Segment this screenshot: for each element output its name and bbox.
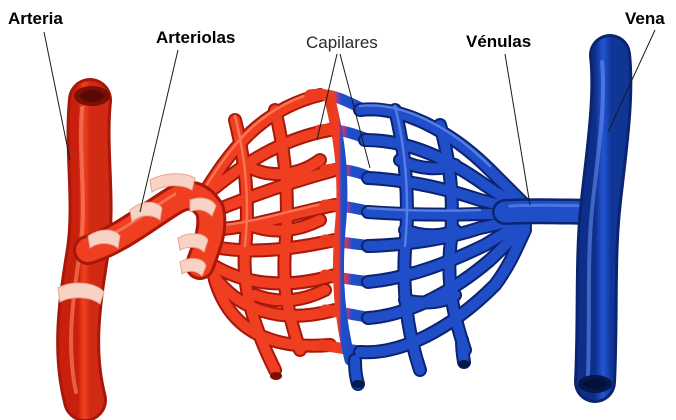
label-arteriolas: Arteriolas xyxy=(156,29,235,46)
label-arteria: Arteria xyxy=(8,10,63,27)
capillary-network xyxy=(200,91,525,388)
capillary-open-ends xyxy=(270,360,470,388)
label-venulas: Vénulas xyxy=(466,33,531,50)
leader-lines xyxy=(44,30,655,212)
leader-arteria xyxy=(44,32,70,160)
label-capilares: Capilares xyxy=(306,34,378,51)
label-vena: Vena xyxy=(625,10,665,27)
venous-capillaries xyxy=(355,105,525,384)
vein xyxy=(578,55,612,393)
